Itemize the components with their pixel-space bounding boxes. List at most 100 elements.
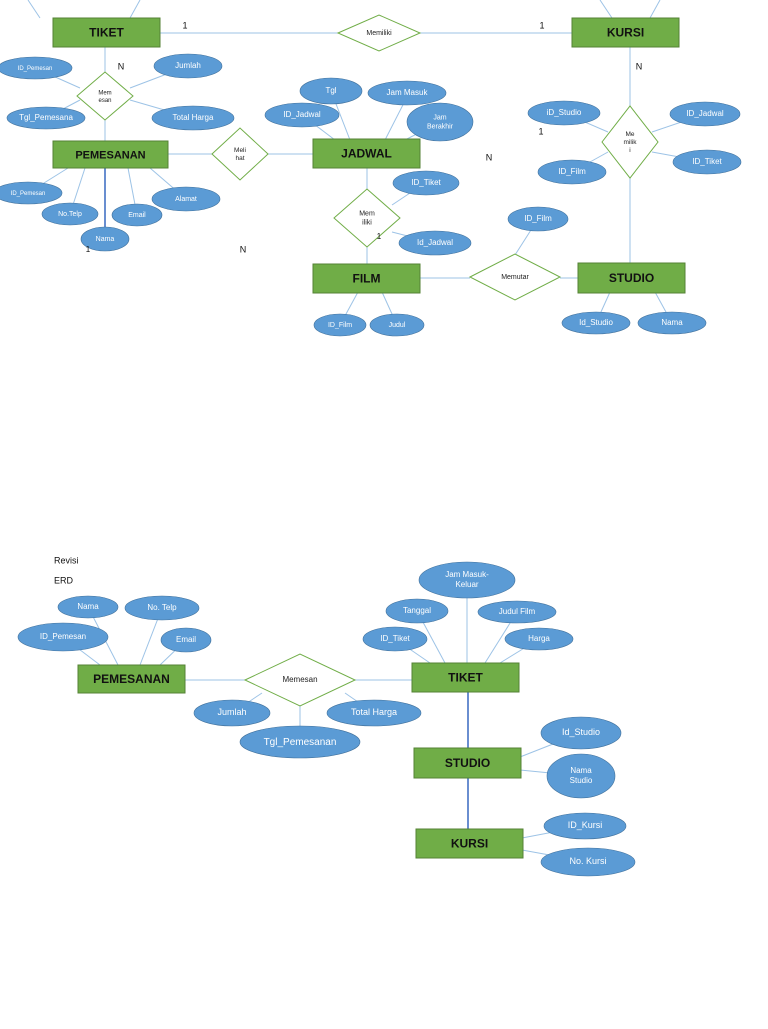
- attribute-harga[interactable]: Harga: [504, 627, 574, 651]
- attribute-alamat[interactable]: Alamat: [151, 186, 221, 212]
- attribute-label: Tgl_Pemesanan: [264, 737, 337, 748]
- attribute-oval: [153, 53, 223, 79]
- attribute-oval: [527, 100, 601, 126]
- attribute-id-film-right[interactable]: ID_Film: [537, 159, 607, 185]
- attribute-no-telp[interactable]: No.Telp: [41, 202, 99, 226]
- relationship-memutar[interactable]: Memutar: [468, 253, 562, 301]
- attribute-label: Tgl_Pemesana: [19, 113, 73, 122]
- relationship-memiliki-top[interactable]: Memiliki: [336, 14, 422, 52]
- attribute-label: ID_Pemesan: [11, 191, 46, 197]
- attribute-nama-studio[interactable]: Nama: [637, 311, 707, 335]
- attribute-oval: [537, 159, 607, 185]
- attribute-jumlah[interactable]: Jumlah: [153, 53, 223, 79]
- attribute-oval: [239, 725, 361, 759]
- attribute-nama-2[interactable]: Nama: [57, 595, 119, 619]
- entity-label: KURSI: [607, 26, 644, 40]
- attribute-tgl[interactable]: Tgl: [299, 77, 363, 105]
- entity-label: STUDIO: [609, 271, 654, 285]
- attribute-label: Id_Studio: [579, 318, 613, 327]
- attribute-id-jadwal-right[interactable]: ID_Jadwal: [669, 101, 741, 127]
- entity-label: JADWAL: [341, 147, 392, 161]
- entity-film[interactable]: FILM: [312, 263, 421, 294]
- entity-box: [52, 140, 169, 169]
- entity-pemesanan[interactable]: PEMESANAN: [52, 140, 169, 169]
- attribute-oval: [160, 627, 212, 653]
- attribute-id-studio-2[interactable]: Id_Studio: [540, 716, 622, 750]
- attribute-label: Nama: [661, 318, 683, 327]
- attribute-oval: [406, 102, 474, 142]
- relationship-label: Memutar: [501, 274, 529, 281]
- cardinality-label: 1: [539, 20, 544, 30]
- attribute-id-studio-studio[interactable]: Id_Studio: [561, 311, 631, 335]
- attribute-id-studio-right[interactable]: iD_Studio: [527, 100, 601, 126]
- attribute-id-film-film[interactable]: ID_Film: [313, 313, 367, 337]
- relationship-diamond: [336, 14, 422, 52]
- attribute-oval: [398, 230, 472, 256]
- entity-tiket-2[interactable]: TIKET: [411, 662, 520, 693]
- attribute-tgl-pemesanan-2[interactable]: Tgl_Pemesanan: [239, 725, 361, 759]
- attribute-judul[interactable]: Judul: [369, 313, 425, 337]
- attribute-nama[interactable]: Nama: [80, 226, 130, 252]
- attribute-oval: [507, 206, 569, 232]
- attribute-oval: [385, 598, 449, 624]
- attribute-label: iD_Studio: [547, 108, 582, 117]
- attribute-jumlah-2[interactable]: Jumlah: [193, 699, 271, 727]
- entity-box: [312, 138, 421, 169]
- entity-jadwal[interactable]: JADWAL: [312, 138, 421, 169]
- cardinality-label: 1: [182, 20, 187, 30]
- attribute-label: ID_Pemesan: [40, 632, 86, 641]
- attribute-email-2[interactable]: Email: [160, 627, 212, 653]
- attribute-id-kursi[interactable]: ID_Kursi: [543, 812, 627, 840]
- attribute-oval: [637, 311, 707, 335]
- attribute-email[interactable]: Email: [111, 203, 163, 227]
- attribute-oval: [151, 186, 221, 212]
- attribute-oval: [369, 313, 425, 337]
- relationship-diamond: [76, 71, 134, 121]
- attribute-jam-masuk-keluar[interactable]: Jam Masuk-Keluar: [418, 561, 516, 599]
- entity-box: [52, 17, 161, 48]
- attribute-no-kursi[interactable]: No. Kursi: [540, 847, 636, 877]
- entity-kursi-2[interactable]: KURSI: [415, 828, 524, 859]
- attribute-judul-film[interactable]: Judul Film: [477, 600, 557, 624]
- attribute-id-film-memutar[interactable]: ID_Film: [507, 206, 569, 232]
- attribute-label: ID_Tiket: [692, 157, 722, 166]
- entity-studio[interactable]: STUDIO: [577, 262, 686, 294]
- relationship-memesan-2[interactable]: Memesan: [243, 653, 357, 707]
- attribute-id-pemesan-2[interactable]: ID_Pemesan: [17, 622, 109, 652]
- attribute-label: No. Kursi: [569, 856, 606, 866]
- attribute-id-tiket-2[interactable]: ID_Tiket: [362, 626, 428, 652]
- attribute-total-harga-2[interactable]: Total Harga: [326, 699, 422, 727]
- attribute-id-pemesan-top[interactable]: ID_Pemesan: [0, 56, 73, 80]
- entity-pemesanan-2[interactable]: PEMESANAN: [77, 664, 186, 694]
- attribute-id-jadwal[interactable]: ID_Jadwal: [264, 102, 340, 128]
- entity-studio-2[interactable]: STUDIO: [413, 747, 522, 779]
- attribute-total-harga[interactable]: Total Harga: [151, 105, 235, 131]
- attribute-tanggal[interactable]: Tanggal: [385, 598, 449, 624]
- connector-line: [599, 0, 613, 19]
- attribute-id-tiket-right[interactable]: ID_Tiket: [672, 149, 742, 175]
- attribute-no-telp-2[interactable]: No. Telp: [124, 595, 200, 621]
- connector-line: [27, 0, 41, 19]
- entity-kursi[interactable]: KURSI: [571, 17, 680, 48]
- attribute-id-pemesan-bot[interactable]: ID_Pemesan: [0, 181, 63, 205]
- attribute-label: Email: [128, 212, 146, 219]
- attribute-id-tiket-mid[interactable]: ID_Tiket: [392, 170, 460, 196]
- entity-box: [413, 747, 522, 779]
- attribute-tgl-pemesana[interactable]: Tgl_Pemesana: [6, 106, 86, 130]
- attribute-id-jadwal-mid[interactable]: Id_Jadwal: [398, 230, 472, 256]
- entity-tiket[interactable]: TIKET: [52, 17, 161, 48]
- attribute-label: ID_Film: [524, 214, 552, 223]
- attribute-jam-masuk[interactable]: Jam Masuk: [367, 80, 447, 106]
- attribute-oval: [0, 181, 63, 205]
- attribute-label: Email: [176, 635, 196, 644]
